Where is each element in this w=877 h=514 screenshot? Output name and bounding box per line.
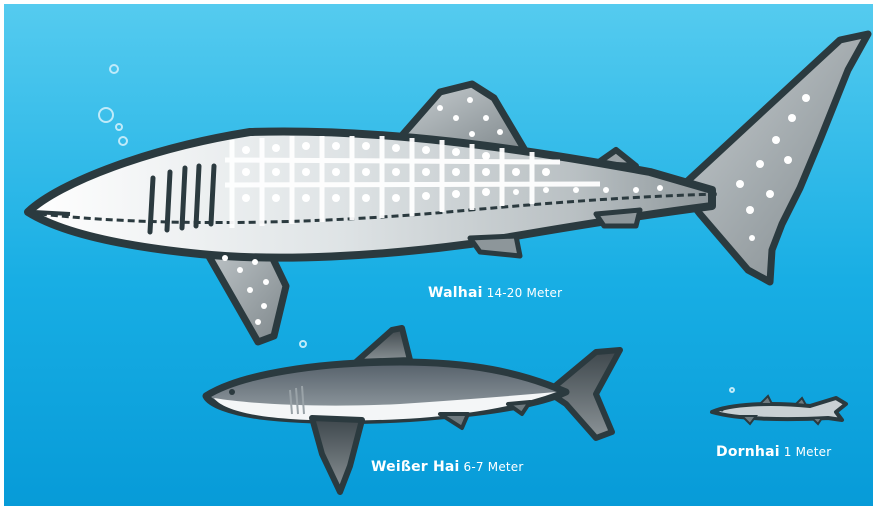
great-white-shark-size: 6-7 Meter [464, 460, 524, 474]
great-white-shark-label: Weißer Hai 6-7 Meter [371, 459, 524, 475]
dogfish-name: Dornhai [716, 444, 780, 460]
whale-shark-size: 14-20 Meter [487, 286, 563, 300]
whale-shark-label: Walhai 14-20 Meter [428, 285, 562, 301]
whale-shark-name: Walhai [428, 285, 483, 301]
great-white-shark-name: Weißer Hai [371, 459, 460, 475]
dogfish-size: 1 Meter [784, 445, 832, 459]
dogfish-label: Dornhai 1 Meter [716, 444, 831, 460]
